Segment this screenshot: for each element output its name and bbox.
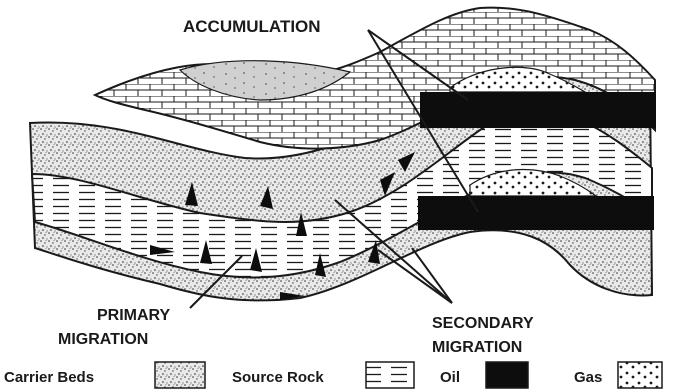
legend-swatch-carrier-beds (155, 362, 205, 388)
legend-label-gas: Gas (574, 369, 602, 386)
label-primary-line1: PRIMARY (97, 307, 171, 324)
label-secondary-line2: MIGRATION (432, 339, 522, 356)
legend-label-carrier-beds: Carrier Beds (4, 369, 94, 386)
legend-swatch-gas (618, 362, 662, 388)
legend: Carrier Beds Source Rock Oil Gas (4, 362, 662, 388)
legend-swatch-oil (486, 362, 528, 388)
legend-label-oil: Oil (440, 369, 460, 386)
legend-label-source-rock: Source Rock (232, 369, 324, 386)
label-primary-line2: MIGRATION (58, 331, 148, 348)
label-secondary-line1: SECONDARY (432, 315, 534, 332)
label-accumulation: ACCUMULATION (183, 17, 321, 36)
legend-swatch-source-rock (366, 362, 414, 388)
secondary-migration-leader-2 (378, 250, 452, 303)
secondary-migration-leader-3 (412, 248, 452, 303)
oil-pool-upper (420, 92, 656, 128)
oil-pool-lower (418, 196, 654, 230)
